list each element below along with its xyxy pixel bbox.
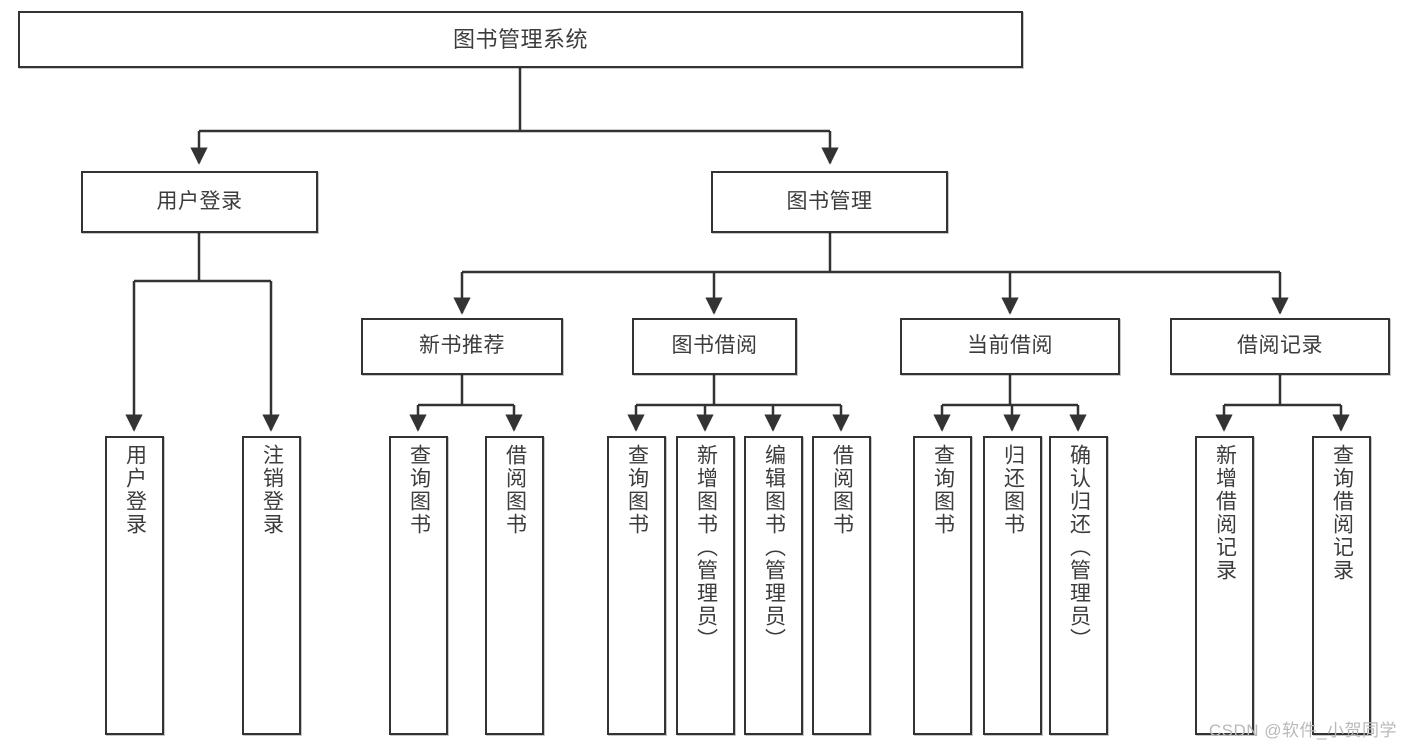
node-user-login[interactable]: 用户登录: [81, 171, 318, 233]
node-leaf-query-book-3[interactable]: 查询图书: [913, 436, 972, 735]
node-leaf-add-record[interactable]: 新增借阅记录: [1195, 436, 1254, 735]
node-leaf-add-book-label: 新增图书（管理员）: [694, 444, 718, 651]
node-leaf-borrow-book-2-label: 借阅图书: [830, 444, 854, 536]
node-leaf-query-book-2[interactable]: 查询图书: [607, 436, 666, 735]
node-current-borrow[interactable]: 当前借阅: [900, 318, 1120, 375]
node-book-manage-label: 图书管理: [786, 189, 873, 213]
node-leaf-return-book[interactable]: 归还图书: [983, 436, 1042, 735]
node-book-manage[interactable]: 图书管理: [711, 171, 948, 233]
node-leaf-borrow-book-1[interactable]: 借阅图书: [485, 436, 544, 735]
node-leaf-return-book-label: 归还图书: [1001, 444, 1025, 536]
node-leaf-query-book-3-label: 查询图书: [931, 444, 955, 536]
node-leaf-logout-label: 注销登录: [260, 444, 284, 536]
node-root-label: 图书管理系统: [452, 26, 588, 52]
node-leaf-query-book-1-label: 查询图书: [407, 444, 431, 536]
node-leaf-logout[interactable]: 注销登录: [242, 436, 301, 735]
node-root[interactable]: 图书管理系统: [18, 11, 1023, 68]
node-leaf-add-book[interactable]: 新增图书（管理员）: [676, 436, 735, 735]
node-leaf-user-login[interactable]: 用户登录: [105, 436, 164, 735]
node-leaf-edit-book[interactable]: 编辑图书（管理员）: [744, 436, 803, 735]
node-book-borrow-label: 图书借阅: [671, 334, 758, 358]
node-user-login-label: 用户登录: [156, 189, 243, 213]
node-leaf-edit-book-label: 编辑图书（管理员）: [762, 444, 786, 651]
node-leaf-query-book-2-label: 查询图书: [625, 444, 649, 536]
node-leaf-add-record-label: 新增借阅记录: [1213, 444, 1237, 582]
node-leaf-query-book-1[interactable]: 查询图书: [389, 436, 448, 735]
node-new-book-rec[interactable]: 新书推荐: [361, 318, 563, 375]
node-leaf-query-record-label: 查询借阅记录: [1330, 444, 1354, 582]
node-leaf-confirm-return[interactable]: 确认归还（管理员）: [1049, 436, 1108, 735]
node-new-book-rec-label: 新书推荐: [419, 334, 505, 358]
node-borrow-record[interactable]: 借阅记录: [1170, 318, 1390, 375]
node-leaf-borrow-book-2[interactable]: 借阅图书: [812, 436, 871, 735]
node-borrow-record-label: 借阅记录: [1237, 334, 1323, 358]
node-current-borrow-label: 当前借阅: [967, 334, 1053, 358]
node-leaf-borrow-book-1-label: 借阅图书: [503, 444, 527, 536]
node-book-borrow[interactable]: 图书借阅: [632, 318, 797, 375]
node-leaf-user-login-label: 用户登录: [123, 444, 147, 536]
node-leaf-query-record[interactable]: 查询借阅记录: [1312, 436, 1371, 735]
node-leaf-confirm-return-label: 确认归还（管理员）: [1067, 444, 1091, 651]
